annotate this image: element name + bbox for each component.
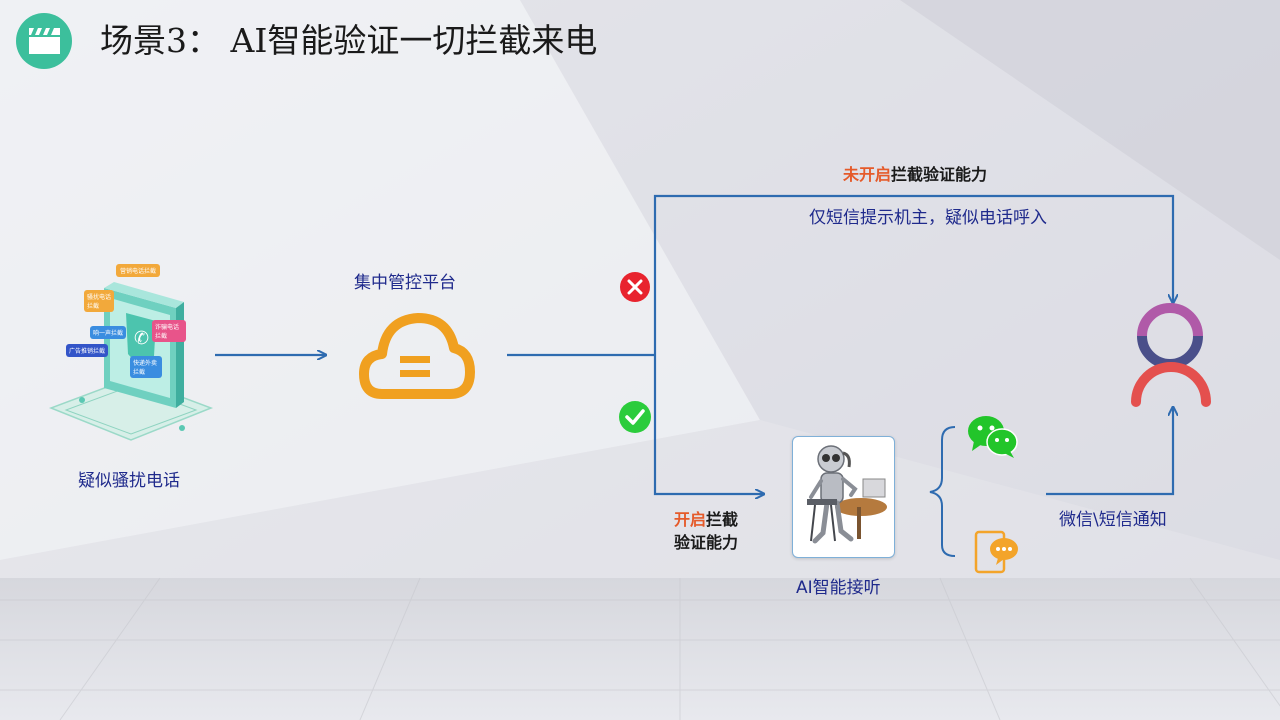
branch-on-title-line2: 验证能力 [674, 533, 739, 552]
branch-off-title: 未开启拦截验证能力 [843, 163, 987, 187]
branch-on-highlight: 开启 [674, 510, 707, 529]
svg-text:✆: ✆ [134, 328, 149, 349]
harassment-phone-illustration: ✆ 营销电话拦截 骚扰电话拦截 诈骗电话拦截 响一声拦截 广告推销拦截 快递外卖… [46, 258, 216, 448]
wechat-icon [966, 413, 1020, 459]
phone-tag: 响一声拦截 [90, 326, 126, 339]
phone-tag: 骚扰电话拦截 [84, 290, 114, 312]
phone-tag: 营销电话拦截 [116, 264, 161, 277]
arrow-branch-off-to-recipient [653, 194, 1173, 355]
platform-label: 集中管控平台 [354, 273, 456, 293]
reject-x-icon [619, 271, 651, 303]
phone-tag: 诈骗电话拦截 [152, 320, 186, 342]
source-label: 疑似骚扰电话 [78, 471, 180, 491]
branch-off-highlight: 未开启 [843, 165, 892, 184]
robot-on-phone-icon [792, 436, 895, 558]
clapperboard-icon [16, 13, 72, 69]
branch-off-rest: 拦截验证能力 [891, 165, 988, 184]
branch-off-description: 仅短信提示机主，疑似电话呼入 [809, 208, 1047, 228]
sms-phone-icon [972, 530, 1022, 576]
cloud-icon [358, 308, 476, 404]
branch-on-rest: 拦截 [706, 510, 739, 529]
notify-channel-brace [929, 426, 956, 557]
accept-check-icon [618, 400, 652, 434]
phone-tag: 快递外卖拦截 [130, 356, 162, 378]
branch-on-title-line1: 开启拦截 [674, 508, 738, 532]
arrow-branch-on-to-ai [653, 355, 763, 494]
notify-label: 微信\短信通知 [1059, 510, 1167, 530]
person-icon [1128, 302, 1216, 412]
slide-title: 场景3： AI智能验证一切拦截来电 [100, 21, 598, 60]
phone-tag: 广告推销拦截 [66, 344, 109, 357]
ai-answer-label: AI智能接听 [796, 578, 881, 598]
arrow-notify-to-recipient [1046, 408, 1173, 496]
